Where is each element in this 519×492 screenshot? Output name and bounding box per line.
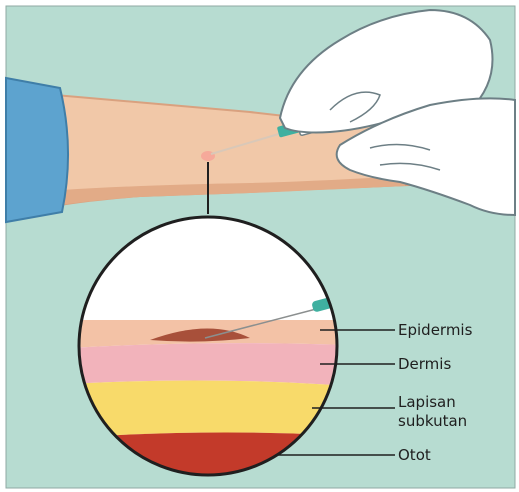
label-subcutaneous-line1: Lapisan — [398, 393, 467, 412]
label-subcutaneous-line2: subkutan — [398, 412, 467, 431]
label-subcutaneous: Lapisan subkutan — [398, 393, 467, 431]
label-muscle: Otot — [398, 446, 431, 465]
dermis-layer — [70, 343, 350, 386]
label-epidermis: Epidermis — [398, 321, 472, 340]
label-dermis: Dermis — [398, 355, 451, 374]
sleeve — [6, 78, 68, 222]
